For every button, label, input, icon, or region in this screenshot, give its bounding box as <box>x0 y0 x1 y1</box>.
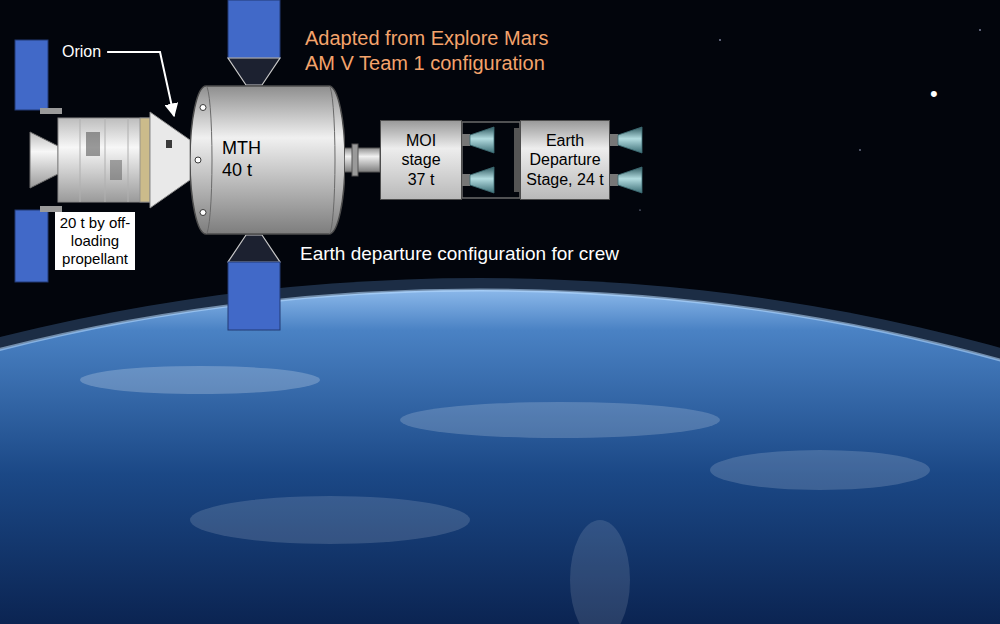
node-text: Earth Departure Stage, 24 t <box>525 131 605 189</box>
cloud <box>80 366 320 394</box>
docking-adapter <box>343 148 380 172</box>
panel-seam <box>105 118 106 202</box>
source-note: Adapted from Explore Mars AM V Team 1 co… <box>305 26 567 76</box>
hull-window <box>195 157 201 163</box>
node-text: MTH 40 t <box>222 138 270 181</box>
engine-nozzle <box>470 127 494 153</box>
earth-limb <box>0 290 1000 624</box>
habitat-module: MTH 40 t <box>190 85 345 235</box>
node-text: MOI stage 37 t <box>396 131 446 189</box>
stage-box: MOI stage 37 t <box>380 120 462 200</box>
hull-seam <box>206 86 212 234</box>
caption-text: Earth departure configuration for crew <box>300 242 619 266</box>
cloud <box>710 450 930 490</box>
hull-window <box>200 105 206 111</box>
service-module <box>58 118 150 202</box>
engine-body <box>610 134 618 146</box>
engine-nozzle <box>618 127 642 153</box>
solar-panel <box>15 40 48 110</box>
panel-seam <box>80 118 81 202</box>
engine-nozzle <box>470 167 494 193</box>
array-truss <box>228 58 280 85</box>
node-text: 20 t by off-loading propellant <box>59 214 131 268</box>
panel-seam <box>128 118 129 202</box>
earth-globe <box>0 290 1000 624</box>
array-truss <box>228 235 280 262</box>
engine-body <box>462 134 470 146</box>
engine-nozzle <box>30 132 58 188</box>
solar-panel <box>228 0 280 58</box>
bullet-mark: • <box>930 80 938 108</box>
star <box>719 39 721 41</box>
crew-module <box>150 112 190 208</box>
capsule-window <box>166 140 172 148</box>
docking-ring <box>352 144 358 176</box>
engine-body <box>462 174 470 186</box>
star <box>859 149 860 150</box>
solar-panel <box>15 210 48 282</box>
earth-atmosphere <box>0 278 1000 624</box>
engine-nozzle <box>618 167 642 193</box>
cloud <box>190 496 470 544</box>
interstage-frame <box>462 122 520 198</box>
solar-panel <box>228 262 280 330</box>
star <box>979 29 981 31</box>
cloud <box>570 520 630 624</box>
radiator <box>86 132 100 156</box>
leader-line <box>107 52 174 116</box>
callout-label: Orion <box>62 42 101 62</box>
engine-body <box>610 174 618 186</box>
panel-boom <box>40 108 62 114</box>
adapter-band <box>140 118 150 202</box>
hull-seam <box>329 86 335 234</box>
radiator <box>110 160 122 180</box>
habitat-outline <box>190 85 345 235</box>
star <box>639 209 640 210</box>
habitat-hull <box>190 86 345 234</box>
cloud <box>400 402 720 438</box>
note-box: 20 t by off-loading propellant <box>55 212 135 270</box>
hull-window <box>200 210 206 216</box>
stage-box: Earth Departure Stage, 24 t <box>520 120 610 200</box>
